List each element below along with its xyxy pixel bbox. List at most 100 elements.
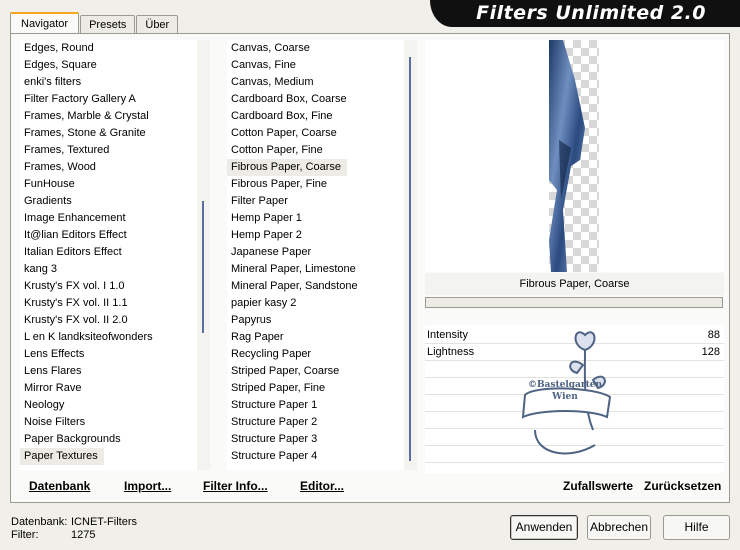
category-item[interactable]: Mirror Rave (24, 382, 82, 394)
filter-row[interactable]: Mineral Paper, Sandstone (227, 278, 417, 295)
filter-item[interactable]: Cotton Paper, Fine (231, 144, 323, 156)
category-item[interactable]: Neology (24, 399, 65, 411)
category-item[interactable]: Frames, Stone & Granite (24, 127, 146, 139)
category-item[interactable]: Frames, Marble & Crystal (24, 110, 149, 122)
category-row[interactable]: Frames, Marble & Crystal (20, 108, 210, 125)
filter-row[interactable]: Papyrus (227, 312, 417, 329)
filter-item[interactable]: Fibrous Paper, Fine (231, 178, 327, 190)
filter-row[interactable]: Canvas, Coarse (227, 40, 417, 57)
category-item[interactable]: Image Enhancement (24, 212, 126, 224)
category-row[interactable]: Frames, Stone & Granite (20, 125, 210, 142)
filter-row[interactable]: Cardboard Box, Fine (227, 108, 417, 125)
filter-item[interactable]: Striped Paper, Fine (231, 382, 326, 394)
parameter-value[interactable]: 128 (701, 346, 720, 358)
category-item[interactable]: Paper Textures (20, 448, 104, 465)
category-row[interactable]: Frames, Wood (20, 159, 210, 176)
filter-row[interactable]: Canvas, Medium (227, 74, 417, 91)
category-row[interactable]: Gradients (20, 193, 210, 210)
category-item[interactable]: Krusty's FX vol. II 1.1 (24, 297, 128, 309)
filter-scroll-thumb[interactable] (409, 57, 411, 461)
category-row[interactable]: Italian Editors Effect (20, 244, 210, 261)
category-row[interactable]: Filter Factory Gallery A (20, 91, 210, 108)
category-item[interactable]: Noise Filters (24, 416, 86, 428)
category-row[interactable]: Krusty's FX vol. II 2.0 (20, 312, 210, 329)
filter-item[interactable]: Mineral Paper, Sandstone (231, 280, 358, 292)
category-item[interactable]: Gradients (24, 195, 72, 207)
import-button[interactable]: Import... (124, 479, 172, 493)
editor-button[interactable]: Editor... (300, 479, 345, 493)
filter-item[interactable]: Papyrus (231, 314, 272, 326)
category-item[interactable]: Italian Editors Effect (24, 246, 122, 258)
filter-row[interactable]: papier kasy 2 (227, 295, 417, 312)
filter-row[interactable]: Canvas, Fine (227, 57, 417, 74)
filter-item[interactable]: Canvas, Coarse (231, 42, 310, 54)
filter-item[interactable]: Canvas, Fine (231, 59, 296, 71)
category-row[interactable]: Lens Flares (20, 363, 210, 380)
filter-item[interactable]: Fibrous Paper, Coarse (227, 159, 348, 176)
filter-row[interactable]: Striped Paper, Coarse (227, 363, 417, 380)
category-item[interactable]: L en K landksiteofwonders (24, 331, 153, 343)
category-item[interactable]: kang 3 (24, 263, 58, 275)
category-row[interactable]: kang 3 (20, 261, 210, 278)
category-row[interactable]: Image Enhancement (20, 210, 210, 227)
help-button[interactable]: Hilfe (663, 515, 730, 540)
category-item[interactable]: Krusty's FX vol. II 2.0 (24, 314, 128, 326)
category-row[interactable]: enki's filters (20, 74, 210, 91)
filter-item[interactable]: Hemp Paper 2 (231, 229, 302, 241)
filter-item[interactable]: Striped Paper, Coarse (231, 365, 340, 377)
category-row[interactable]: Mirror Rave (20, 380, 210, 397)
category-row[interactable]: Krusty's FX vol. II 1.1 (20, 295, 210, 312)
filter-row[interactable]: Fibrous Paper, Fine (227, 176, 417, 193)
filter-row[interactable]: Cardboard Box, Coarse (227, 91, 417, 108)
filter-row[interactable]: Hemp Paper 1 (227, 210, 417, 227)
category-item[interactable]: Lens Effects (24, 348, 85, 360)
filter-item[interactable]: Structure Paper 4 (231, 450, 318, 462)
filter-row[interactable]: Structure Paper 2 (227, 414, 417, 431)
filter-item[interactable]: Hemp Paper 1 (231, 212, 302, 224)
category-item[interactable]: Filter Factory Gallery A (24, 93, 136, 105)
category-item[interactable]: Lens Flares (24, 365, 82, 377)
category-row[interactable]: Paper Backgrounds (20, 431, 210, 448)
tab-about[interactable]: Über (136, 15, 179, 34)
filter-row[interactable]: Rag Paper (227, 329, 417, 346)
category-item[interactable]: Frames, Textured (24, 144, 110, 156)
filter-row[interactable]: Structure Paper 1 (227, 397, 417, 414)
category-item[interactable]: FunHouse (24, 178, 75, 190)
filter-row[interactable]: Structure Paper 4 (227, 448, 417, 465)
filter-row[interactable]: Filter Paper (227, 193, 417, 210)
filter-row[interactable]: Recycling Paper (227, 346, 417, 363)
filter-row[interactable]: Cotton Paper, Coarse (227, 125, 417, 142)
filter-item[interactable]: Cotton Paper, Coarse (231, 127, 337, 139)
tab-presets[interactable]: Presets (80, 15, 136, 34)
cancel-button[interactable]: Abbrechen (587, 515, 651, 540)
reset-button[interactable]: Zurücksetzen (644, 479, 722, 493)
filter-item[interactable]: papier kasy 2 (231, 297, 297, 309)
category-row[interactable]: Frames, Textured (20, 142, 210, 159)
category-item[interactable]: enki's filters (24, 76, 82, 88)
category-row[interactable]: Paper Textures (20, 448, 210, 465)
filter-info-button[interactable]: Filter Info... (203, 479, 268, 493)
category-item[interactable]: Krusty's FX vol. I 1.0 (24, 280, 125, 292)
filter-item[interactable]: Mineral Paper, Limestone (231, 263, 356, 275)
filter-row[interactable]: Structure Paper 3 (227, 431, 417, 448)
filter-item[interactable]: Structure Paper 3 (231, 433, 318, 445)
category-item[interactable]: Edges, Square (24, 59, 97, 71)
category-row[interactable]: Edges, Square (20, 57, 210, 74)
category-item[interactable]: It@lian Editors Effect (24, 229, 127, 241)
category-row[interactable]: Noise Filters (20, 414, 210, 431)
category-row[interactable]: L en K landksiteofwonders (20, 329, 210, 346)
random-values-button[interactable]: Zufallswerte (563, 479, 634, 493)
filter-row[interactable]: Cotton Paper, Fine (227, 142, 417, 159)
category-row[interactable]: Krusty's FX vol. I 1.0 (20, 278, 210, 295)
filter-item[interactable]: Canvas, Medium (231, 76, 314, 88)
filter-item[interactable]: Japanese Paper (231, 246, 312, 258)
category-item[interactable]: Frames, Wood (24, 161, 96, 173)
apply-button[interactable]: Anwenden (510, 515, 578, 540)
filter-item[interactable]: Structure Paper 1 (231, 399, 318, 411)
category-row[interactable]: Neology (20, 397, 210, 414)
category-item[interactable]: Edges, Round (24, 42, 94, 54)
parameter-value[interactable]: 88 (707, 329, 720, 341)
